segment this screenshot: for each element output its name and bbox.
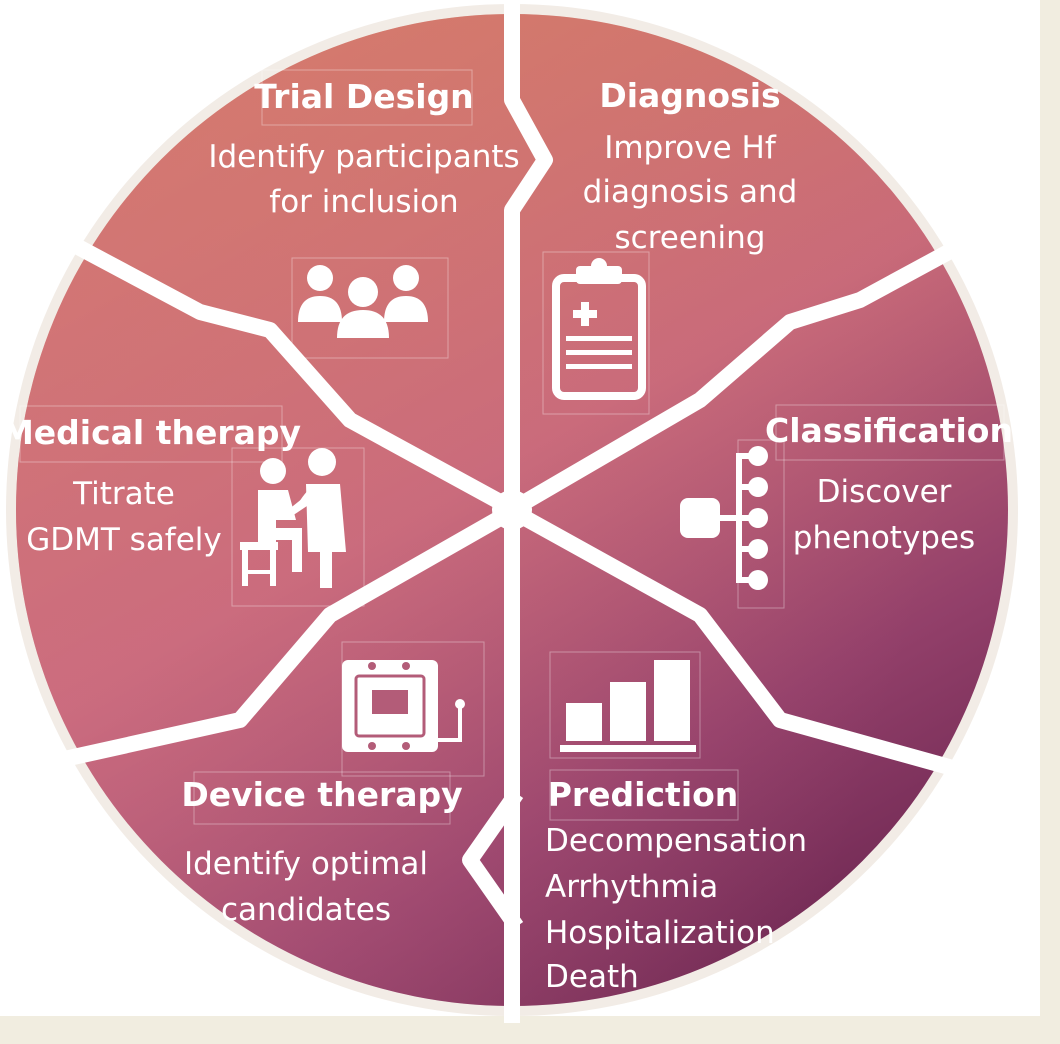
separator-bottom-notch xyxy=(462,788,524,932)
tree-nodes-icon xyxy=(680,439,785,609)
title-frame xyxy=(193,771,451,825)
segment-line: for inclusion xyxy=(269,184,458,220)
segment-diagnosis: Diagnosis Improve Hf diagnosis and scree… xyxy=(542,76,798,415)
defibrillator-icon xyxy=(341,641,485,777)
segment-line: Titrate xyxy=(72,476,175,512)
segment-title: Prediction xyxy=(548,775,739,814)
segment-line: phenotypes xyxy=(793,520,975,556)
segment-prediction: Prediction Decompensation Arrhythmia Hos… xyxy=(545,651,807,995)
bar-chart-icon xyxy=(549,651,701,759)
title-frame xyxy=(549,769,739,821)
segment-title: Classification xyxy=(765,411,1013,450)
segment-device-therapy: Device therapy Identify optimal candidat… xyxy=(181,641,485,928)
title-frame xyxy=(261,69,473,126)
segment-title: Medical therapy xyxy=(1,413,301,452)
clipboard-medical-icon xyxy=(542,251,650,415)
segment-title: Diagnosis xyxy=(599,76,780,115)
segment-title: Device therapy xyxy=(181,775,462,814)
bottom-strip xyxy=(0,1016,1060,1044)
segment-trial-design: Trial Design Identify participants for i… xyxy=(208,69,520,359)
separator-upper-right xyxy=(514,244,954,513)
segment-line: GDMT safely xyxy=(26,522,222,558)
title-frame xyxy=(775,404,1005,461)
segment-line: screening xyxy=(615,220,766,256)
wheel-hub xyxy=(492,490,532,530)
segment-line: Improve Hf xyxy=(604,130,777,166)
segment-line: diagnosis and xyxy=(583,174,798,210)
doctor-patient-icon xyxy=(231,447,365,607)
segment-title: Trial Design xyxy=(254,77,473,116)
segment-line: Discover xyxy=(817,474,952,510)
segment-separators xyxy=(50,0,970,1023)
segment-line: Arrhythmia xyxy=(545,869,718,905)
separator-top xyxy=(504,0,553,508)
segment-line: candidates xyxy=(221,892,391,928)
title-frame xyxy=(19,405,283,463)
separator-upper-left xyxy=(69,237,511,513)
segment-classification: Classification Discover phenotypes xyxy=(680,404,1013,609)
separator-lower-right xyxy=(514,507,970,780)
segment-line: Identify participants xyxy=(208,139,519,175)
segment-line: Identify optimal xyxy=(184,846,428,882)
people-group-icon xyxy=(291,257,449,359)
side-panel xyxy=(1040,0,1060,1044)
segment-line: Death xyxy=(545,959,639,995)
separator-lower-left xyxy=(50,507,511,770)
segment-line: Decompensation xyxy=(545,823,807,859)
segment-medical-therapy: Medical therapy Titrate GDMT safely xyxy=(1,405,365,607)
segment-line: Hospitalization xyxy=(545,915,775,951)
